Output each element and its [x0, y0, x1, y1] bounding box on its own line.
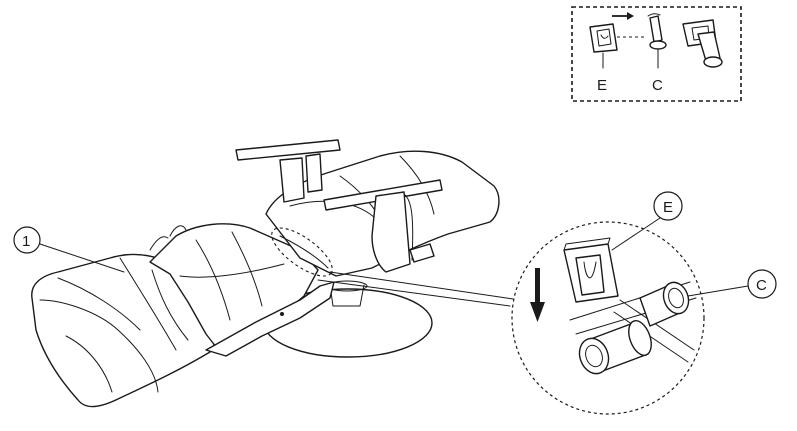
- pin-detail-icon: [578, 320, 652, 375]
- recliner-illustration: [31, 139, 500, 408]
- magnified-detail: [511, 221, 705, 415]
- inset-bolt-c-icon: [647, 13, 667, 50]
- inset-arrow-icon: [612, 12, 634, 20]
- callout-c: C: [687, 269, 777, 299]
- recliner-stem: [329, 284, 365, 307]
- callout-e: E: [611, 191, 683, 251]
- armrest-near: [323, 179, 443, 273]
- magnify-leaders: [317, 271, 521, 307]
- inset-bolt-label: C: [652, 77, 663, 94]
- leg-rest: [31, 253, 229, 408]
- detail-marker: [271, 227, 333, 277]
- callout-c-label: C: [756, 277, 767, 294]
- callout-1-label: 1: [22, 233, 30, 250]
- detail-circle: [511, 221, 705, 415]
- callout-1: 1: [13, 226, 125, 273]
- callout-e-label: E: [663, 199, 673, 216]
- inset-clip-label: E: [597, 77, 607, 94]
- inset-panel: E C: [571, 6, 742, 102]
- inset-clip-e-icon: [589, 23, 618, 53]
- down-arrow-icon: [530, 268, 545, 322]
- inset-assembled-icon: [682, 19, 723, 68]
- bolt-c-detail-icon: [639, 281, 690, 327]
- clip-e-detail-icon: [563, 237, 619, 303]
- side-panel: [205, 281, 335, 357]
- armrest-far: [235, 139, 341, 203]
